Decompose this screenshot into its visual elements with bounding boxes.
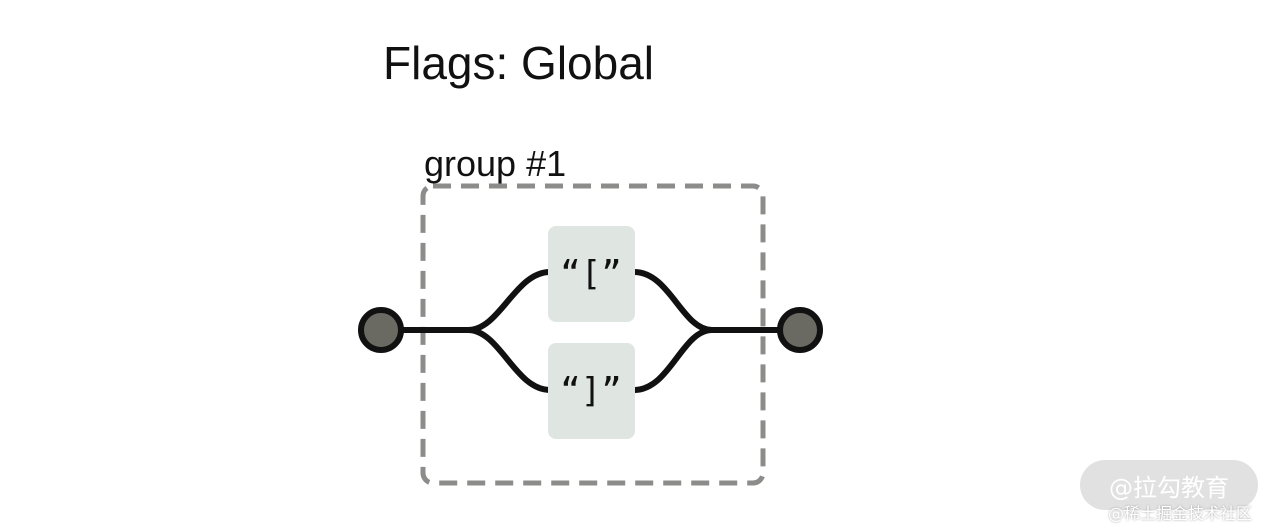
flags-title: Flags: Global [383, 37, 655, 89]
branch-lower-right [633, 327, 713, 393]
branch-lower-left [467, 327, 551, 393]
literal-open-bracket: “[” [560, 254, 621, 294]
watermark-sub: @稀土掘金技术社区 [1108, 504, 1253, 523]
literal-box-close-bracket [548, 343, 635, 439]
group-box [420, 183, 766, 486]
end-terminal [777, 307, 823, 353]
start-terminal [358, 307, 404, 353]
group-label: group #1 [424, 143, 567, 184]
watermark-badge: @拉勾教育 [1080, 460, 1258, 510]
literal-box-open-bracket [548, 226, 635, 322]
branch-upper-left [467, 269, 551, 333]
branch-upper-right [633, 269, 713, 333]
literal-close-bracket: “]” [560, 371, 621, 411]
